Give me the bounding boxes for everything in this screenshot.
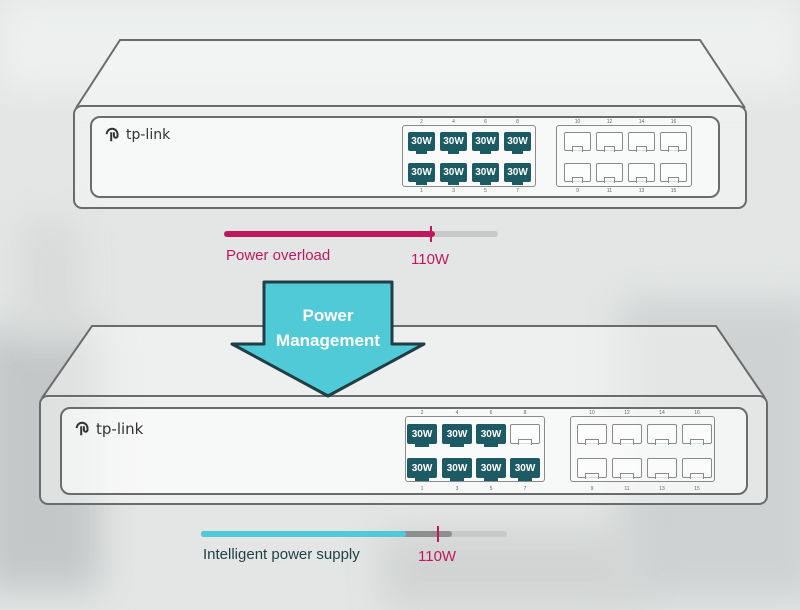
port-number: 8 xyxy=(523,410,527,416)
ethernet-port: 30W xyxy=(407,458,437,481)
port-number: 14 xyxy=(659,410,665,416)
port-number: 12 xyxy=(624,410,630,416)
port-number: 4 xyxy=(452,119,455,125)
port-number: 2 xyxy=(420,410,424,416)
ethernet-port: 30W xyxy=(472,163,499,185)
logo-text: tp-link xyxy=(96,420,144,438)
ethernet-port: 30W xyxy=(442,458,472,481)
overload-limit-marker xyxy=(429,226,432,242)
tplink-logo-icon xyxy=(75,421,89,436)
port-number: 9 xyxy=(576,188,579,194)
logo-text: tp-link xyxy=(126,127,171,143)
ethernet-port xyxy=(612,424,642,445)
ethernet-port xyxy=(682,424,712,445)
port-number: 5 xyxy=(484,188,487,194)
ethernet-port xyxy=(660,132,687,152)
arrow-label-line2: Management xyxy=(276,331,380,350)
ethernet-port xyxy=(577,458,607,479)
port-number: 12 xyxy=(606,119,613,125)
port-number: 2 xyxy=(420,119,423,125)
bottom-tplink-logo: tp-link xyxy=(74,420,143,438)
port-number: 1 xyxy=(420,188,423,194)
port-number: 10 xyxy=(574,119,581,125)
intelligent-limit-label: 110W xyxy=(418,548,457,565)
port-number: 16 xyxy=(694,410,700,416)
intelligent-bar-fill xyxy=(201,531,407,537)
ethernet-port xyxy=(510,424,540,445)
port-number: 14 xyxy=(638,119,645,125)
port-number: 3 xyxy=(455,486,459,492)
ethernet-port xyxy=(577,424,607,445)
port-number: 3 xyxy=(452,188,455,194)
ethernet-port: 30W xyxy=(407,424,437,447)
ethernet-port xyxy=(564,132,591,152)
ethernet-port xyxy=(647,424,677,445)
background-blob xyxy=(20,220,80,340)
ethernet-port xyxy=(596,163,623,183)
arrow-label-line1: Power xyxy=(302,306,354,325)
ethernet-port: 30W xyxy=(504,163,531,185)
overload-limit-label: 110W xyxy=(411,251,450,268)
ethernet-port xyxy=(647,458,677,479)
port-number: 7 xyxy=(516,188,519,194)
port-number: 1 xyxy=(420,486,424,492)
ethernet-port xyxy=(564,163,591,183)
port-number: 15 xyxy=(694,486,700,492)
overload-label: Power overload xyxy=(226,247,331,264)
port-number: 11 xyxy=(606,188,613,194)
port-number: 13 xyxy=(659,486,665,492)
ethernet-port xyxy=(628,132,655,152)
port-number: 5 xyxy=(489,486,493,492)
ethernet-port: 30W xyxy=(408,163,435,185)
port-number: 6 xyxy=(484,119,487,125)
port-number: 16 xyxy=(670,119,677,125)
port-number: 9 xyxy=(590,486,594,492)
ethernet-port: 30W xyxy=(510,458,540,481)
intelligent-limit-marker xyxy=(436,526,439,542)
ethernet-port: 30W xyxy=(504,132,531,154)
tplink-logo-icon xyxy=(105,127,119,142)
ethernet-port xyxy=(660,163,687,183)
ethernet-port: 30W xyxy=(442,424,472,447)
ethernet-port: 30W xyxy=(472,132,499,154)
ethernet-port: 30W xyxy=(440,132,467,154)
ethernet-port xyxy=(628,163,655,183)
intelligent-label: Intelligent power supply xyxy=(203,546,360,563)
port-number: 10 xyxy=(589,410,595,416)
ethernet-port xyxy=(682,458,712,479)
top-front-panel xyxy=(90,116,720,198)
port-number: 7 xyxy=(523,486,527,492)
port-number: 6 xyxy=(489,410,493,416)
port-number: 8 xyxy=(516,119,519,125)
port-number: 15 xyxy=(670,188,677,194)
ethernet-port: 30W xyxy=(408,132,435,154)
port-number: 11 xyxy=(624,486,630,492)
overload-bar-fill xyxy=(224,231,435,237)
background-blob xyxy=(380,530,640,610)
ethernet-port xyxy=(596,132,623,152)
ethernet-port xyxy=(612,458,642,479)
bottom-front-panel xyxy=(60,407,748,495)
ethernet-port: 30W xyxy=(476,424,506,447)
ethernet-port: 30W xyxy=(440,163,467,185)
port-number: 13 xyxy=(638,188,645,194)
ethernet-port: 30W xyxy=(476,458,506,481)
top-tplink-logo: tp-link xyxy=(104,126,170,144)
port-number: 4 xyxy=(455,410,459,416)
